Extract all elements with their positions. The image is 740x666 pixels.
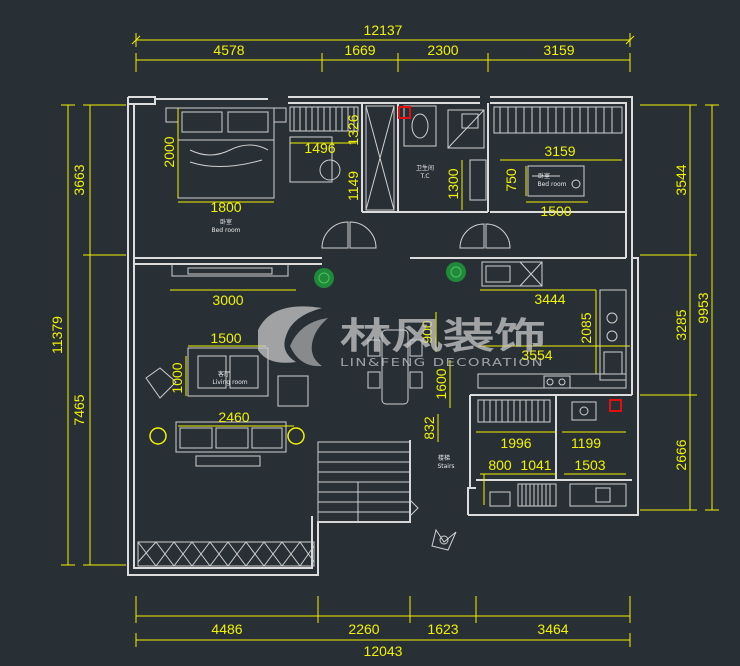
dim-bed2-width: 3159 (544, 143, 575, 159)
kitchen-dim-guides (478, 289, 630, 374)
dim-sofa-length: 2460 (218, 409, 249, 425)
north-arrow-icon (431, 528, 457, 551)
sofa-set (145, 347, 309, 467)
wardrobe-master (289, 106, 359, 183)
dim-top-total: 12137 (364, 22, 403, 38)
right-dimension-lines (640, 104, 719, 511)
bathroom-marker (398, 106, 411, 119)
dim-bath-depth: 1300 (445, 168, 461, 199)
interior-walls (134, 103, 632, 488)
master-bed (165, 107, 287, 199)
side-table-left (149, 427, 167, 445)
brand-name-en: LIN&FENG DECORATION (340, 357, 544, 369)
dim-right-2: 3285 (673, 309, 689, 340)
kitchen-counter (477, 289, 627, 389)
side-table-right (287, 427, 305, 445)
label-wc-en: T.C (419, 173, 429, 180)
dim-wardrobe-height: 1326 (345, 114, 361, 145)
dim-top-4: 3159 (543, 42, 574, 58)
storage-cabinets (489, 483, 627, 507)
staircase (317, 441, 419, 523)
dim-bed-width: 1800 (210, 199, 241, 215)
dim-left-total: 11379 (49, 316, 65, 354)
dim-desk-width: 1496 (304, 140, 335, 156)
laundry-room (477, 399, 597, 423)
dim-top-3: 2300 (427, 42, 458, 58)
master-bed-door (321, 221, 377, 249)
dim-storage-b: 1041 (520, 457, 551, 473)
dim-room-a: 1996 (500, 435, 531, 451)
dim-kitchen-width: 3444 (534, 291, 565, 307)
bottom-dimension-lines (135, 596, 631, 647)
label-master-bed-en: Bed room (211, 227, 240, 234)
second-bed-wardrobe (493, 106, 623, 134)
dim-bottom-3: 1623 (427, 621, 458, 637)
master-bed-dim-guides (177, 108, 356, 203)
dim-stair-step: 832 (421, 416, 437, 440)
left-dimension-lines (61, 104, 126, 566)
label-second-bed: 卧室 (538, 172, 550, 180)
laundry-dim-guides (476, 431, 626, 505)
dim-bed2-depth: 750 (503, 168, 519, 192)
brand-name: 林风装饰 (340, 316, 546, 357)
dim-storage-a: 800 (488, 457, 512, 473)
bathroom-fixtures (365, 105, 487, 211)
label-master-bed: 卧室 (220, 218, 232, 226)
label-stairs-en: Stairs (437, 463, 454, 470)
dim-right-1: 3544 (673, 164, 689, 195)
label-wc: 卫生间 (416, 164, 434, 172)
label-living: 客厅 (218, 370, 230, 378)
balcony-rail (137, 541, 315, 567)
dim-bottom-2: 2260 (348, 621, 379, 637)
dim-kitchen-depth: 2085 (578, 312, 594, 343)
brand-watermark: 林风装饰 LIN&FENG DECORATION (258, 306, 546, 369)
dim-bed2-length: 1500 (540, 203, 571, 219)
label-living-en: Living room (212, 379, 247, 386)
dim-dining-width: 3554 (521, 347, 552, 363)
dim-left-1: 3663 (71, 164, 87, 195)
plant-icon-left (314, 268, 334, 288)
dim-tv-wall: 3000 (212, 292, 243, 308)
dim-coffee-table: 1000 (169, 362, 185, 393)
dim-dining-table: 900 (419, 320, 435, 344)
dim-top-2: 1669 (344, 42, 375, 58)
tv-cabinet (171, 263, 289, 277)
dining-dim-guides (435, 312, 451, 442)
dim-bottom-4: 3464 (537, 621, 568, 637)
brand-logo-icon (258, 306, 328, 367)
dim-dining-depth: 1600 (433, 368, 449, 399)
dim-right-3: 2666 (673, 439, 689, 470)
dim-top-1: 4578 (213, 42, 244, 58)
fridge (481, 261, 543, 287)
dim-storage-c: 1503 (574, 457, 605, 473)
dim-sofa-depth: 1500 (210, 330, 241, 346)
plant-icon-right (446, 262, 466, 282)
second-bed-furniture (527, 165, 585, 197)
dining-table (367, 329, 423, 405)
dim-bottom-total: 12043 (364, 643, 403, 659)
bath-door (459, 223, 511, 249)
label-stairs: 楼梯 (438, 454, 450, 462)
label-second-bed-en: Bed room (537, 181, 566, 188)
utility-marker (609, 399, 622, 412)
dim-room-b: 1199 (571, 435, 601, 451)
top-dimension-lines (131, 33, 635, 72)
second-bed-dim-guides (500, 159, 622, 203)
dim-left-2: 7465 (71, 394, 87, 425)
sofa-dim-guides (178, 345, 294, 427)
dim-bed-height: 2000 (161, 136, 177, 167)
dim-bottom-1: 4486 (211, 621, 242, 637)
dim-corridor: 1149 (345, 171, 361, 201)
dim-right-total: 9953 (695, 292, 711, 323)
